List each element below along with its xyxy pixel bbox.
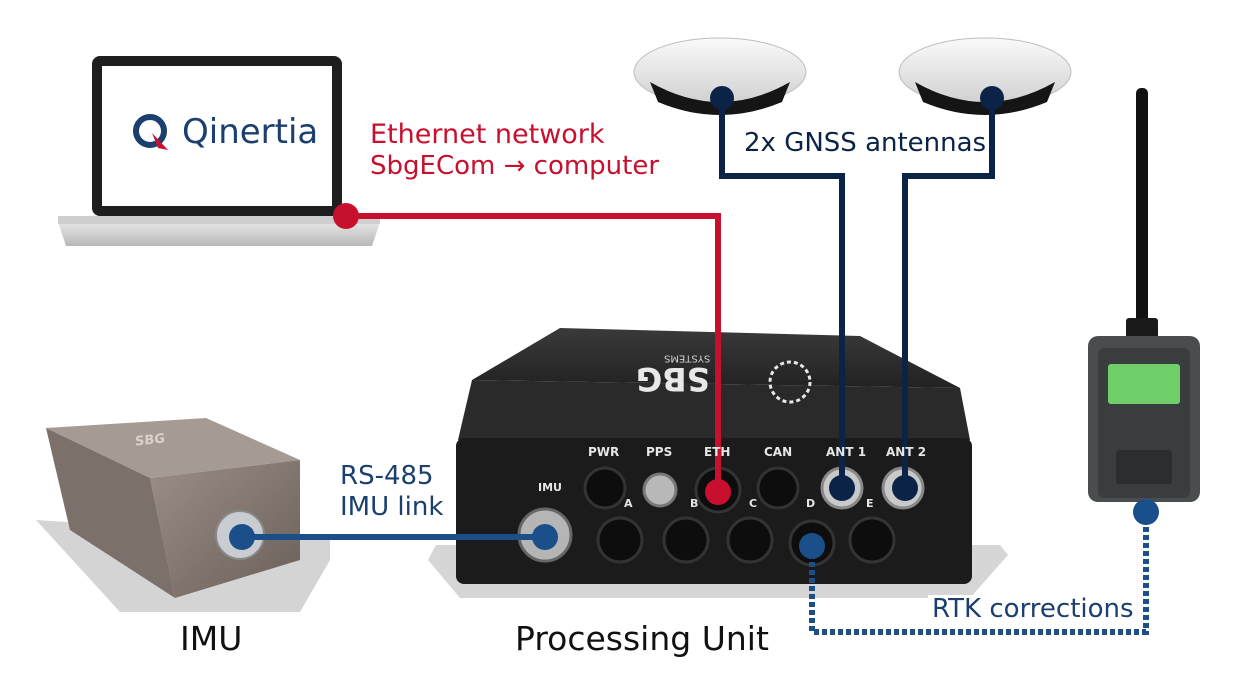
gnss-line-1 [719, 98, 845, 488]
gnss-endpoint-pu2 [892, 475, 918, 501]
gnss-endpoint-ant2 [980, 86, 1004, 110]
rtk-label: RTK corrections [928, 594, 1138, 625]
pu-logo-text: SBG [636, 359, 710, 398]
laptop-screen [102, 66, 332, 206]
imu-unit [36, 418, 330, 612]
sbg-logo-icon [768, 360, 812, 404]
laptop-hinge [58, 216, 380, 224]
laptop [58, 56, 380, 246]
imu-link-endpoint-pu [532, 524, 558, 550]
port-b-icon [662, 516, 710, 564]
imu-caption: IMU [180, 619, 243, 658]
port-can-icon [756, 466, 800, 510]
gnss-label: 2x GNSS antennas [742, 128, 989, 159]
processing-unit-caption: Processing Unit [515, 619, 769, 658]
laptop-brand-label: Qinertia [182, 112, 319, 152]
gnss-endpoint-ant1 [710, 86, 734, 110]
gnss-endpoint-pu1 [829, 475, 855, 501]
rtk-line [809, 512, 1149, 635]
laptop-base [58, 222, 380, 246]
radio-lcd [1108, 364, 1180, 404]
radio-antenna [1136, 88, 1148, 338]
port-a-icon [596, 516, 644, 564]
rtk-endpoint-radio [1133, 499, 1159, 525]
imu-link-line1: RS-485 [340, 461, 434, 491]
rtk-endpoint-pu [799, 533, 825, 559]
imu-logo-text: SBG [135, 431, 165, 450]
port-label-ant1: ANT 1 [826, 445, 867, 459]
port-c-icon [726, 516, 774, 564]
imu-link-endpoint-imu [229, 524, 255, 550]
port-label-ant2: ANT 2 [886, 445, 927, 459]
port-label-pps: PPS [646, 445, 673, 459]
port-label-d: D [806, 497, 816, 510]
port-label-a: A [624, 497, 633, 510]
gnss-line-2 [902, 98, 995, 488]
ethernet-endpoint-pu [705, 479, 731, 505]
imu-link-line2: IMU link [340, 492, 444, 522]
port-label-b: B [690, 497, 699, 510]
qinertia-logo-icon [133, 114, 168, 150]
port-e-icon [848, 516, 896, 564]
ethernet-endpoint-laptop [333, 203, 359, 229]
port-pps-icon [642, 472, 678, 508]
port-label-imu: IMU [538, 481, 562, 494]
port-label-can: CAN [764, 445, 793, 459]
port-pwr-icon [583, 466, 627, 510]
port-label-eth: ETH [704, 445, 731, 459]
pu-logo-sub: SYSTEMS [664, 352, 711, 364]
port-label-c: C [749, 497, 758, 510]
ethernet-subtitle: SbgECom → computer [370, 151, 660, 181]
ethernet-line [346, 213, 721, 492]
ethernet-title: Ethernet network [370, 119, 605, 150]
rtk-radio [1088, 88, 1200, 502]
port-label-e: E [866, 497, 874, 510]
port-label-pwr: PWR [588, 445, 620, 459]
